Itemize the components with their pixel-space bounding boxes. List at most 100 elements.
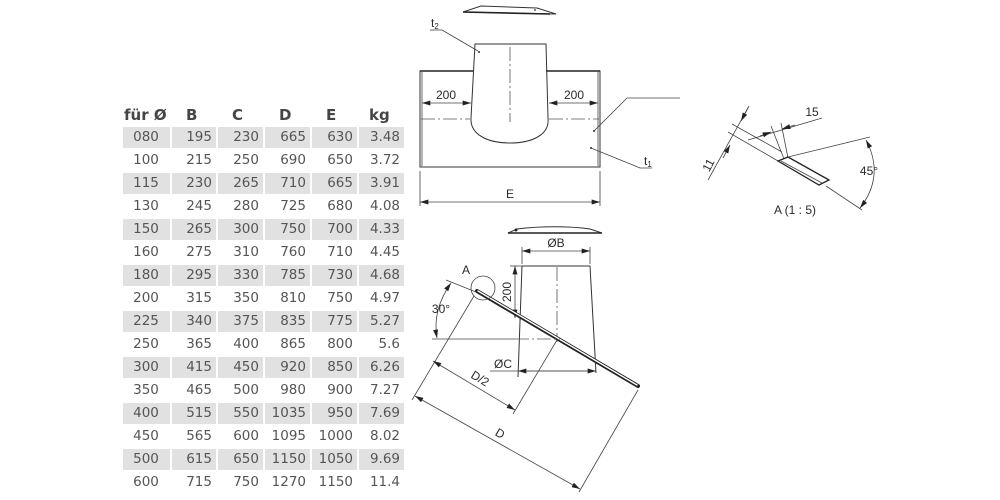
cell-b: 365 [186,336,212,352]
rain-cap-side-dot [514,228,518,232]
cell-diameter: 300 [123,357,170,378]
label-t1-sub: 1 [647,160,652,169]
cell-c: 280 [233,198,259,214]
cell-c: 230 [218,127,263,148]
stack-left [517,265,523,378]
label-t2: t2 [431,16,439,31]
cell-d: 690 [280,152,306,168]
cell-d: 760 [280,244,306,260]
cell-d: 865 [280,336,306,352]
cell-kg: 4.97 [369,290,400,306]
rain-cap-top-dot [534,9,536,11]
header-kg: kg [369,106,390,124]
cell-kg: 3.48 [359,127,404,148]
cell-diameter: 150 [123,219,170,240]
dim-label-45: 45° [860,164,878,178]
dim-label-30: 30° [432,302,450,316]
cell-b: 465 [186,382,212,398]
cell-e: 1000 [318,428,353,444]
cell-kg: 7.27 [369,382,400,398]
stack-collar [470,43,549,144]
cell-d: 710 [265,173,310,194]
cell-diameter: 600 [133,474,159,490]
cell-c: 650 [218,449,263,470]
side-view: ØB 200 A 30° ØC D/2 [411,226,640,493]
ext-line-d-left [411,295,475,401]
cell-e: 710 [327,244,353,260]
cell-e: 680 [327,198,353,214]
cell-kg: 9.69 [359,449,404,470]
cell-diameter: 400 [123,403,170,424]
leader-plate [593,97,680,132]
detail-caption: A (1 : 5) [774,203,816,217]
cell-c: 250 [233,152,259,168]
cell-c: 400 [233,336,259,352]
cell-b: 265 [172,219,216,240]
cell-b: 275 [186,244,212,260]
cell-d: 1035 [265,403,310,424]
cell-d: 980 [280,382,306,398]
cell-d: 920 [265,357,310,378]
leader-t2-dot [478,51,480,53]
cell-e: 1050 [312,449,357,470]
cell-b: 230 [172,173,216,194]
dim-line-15 [747,117,823,141]
cell-kg: 7.69 [359,403,404,424]
ext-line-d-half [512,339,558,415]
cell-e: 775 [312,311,357,332]
cell-e: 900 [327,382,353,398]
dim-line-11-arrow-top [740,107,749,122]
cell-kg: 3.72 [369,152,400,168]
cell-diameter: 180 [123,265,170,286]
label-t2-main: t [431,16,435,30]
dim-line-15-arrow-right [781,124,796,130]
header-diameter: für Ø [124,106,167,124]
leader-t2-diagonal [441,29,479,52]
cell-kg: 5.27 [359,311,404,332]
cell-d: 665 [265,127,310,148]
dim-line-15-arrow-left [759,131,772,138]
cell-diameter: 080 [123,127,170,148]
cell-e: 1150 [318,474,353,490]
cell-b: 295 [172,265,216,286]
dim-label-b: ØB [547,236,564,250]
cell-d: 835 [265,311,310,332]
cell-diameter: 200 [133,290,159,306]
cell-c: 500 [233,382,259,398]
cell-kg: 4.08 [369,198,400,214]
cell-kg: 4.33 [359,219,404,240]
cell-d: 1150 [265,449,310,470]
cell-c: 600 [233,428,259,444]
detail-ref-line-45-lower [825,185,863,211]
dim-line-d [414,395,581,490]
cell-c: 265 [218,173,263,194]
rain-cap-side [507,226,603,234]
cell-d: 1270 [271,474,306,490]
header-c: C [232,106,244,124]
dim-label-d: D [493,425,508,442]
label-t2-sub: 2 [434,22,439,31]
dim-line-11-arrow-bottom [722,144,731,159]
cell-c: 310 [233,244,259,260]
detail-ref-line-lower [727,131,779,162]
cell-d: 725 [280,198,306,214]
cell-d: 1095 [271,428,306,444]
cell-c: 350 [233,290,259,306]
cell-b: 215 [186,152,212,168]
cell-e: 950 [312,403,357,424]
cell-d: 750 [265,219,310,240]
label-t1: t1 [644,154,652,169]
cell-kg: 4.45 [369,244,400,260]
cell-kg: 4.68 [359,265,404,286]
